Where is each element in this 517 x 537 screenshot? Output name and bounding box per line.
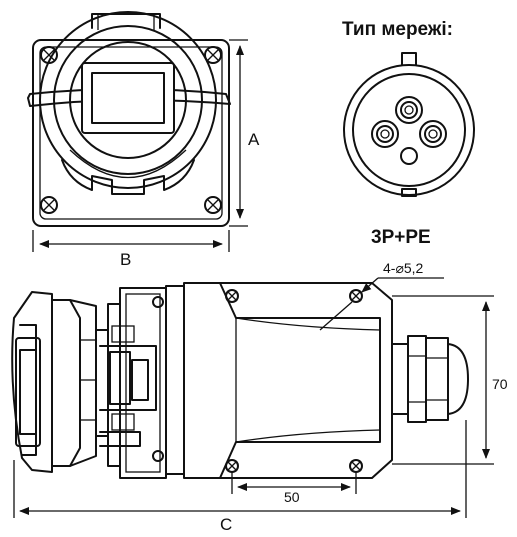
phase-pin-icon — [371, 96, 447, 148]
front-view: A B — [27, 11, 260, 269]
side-view: 4-⌀5,2 — [11, 260, 508, 534]
mechanism — [99, 287, 167, 479]
network-type-heading: Тип мережі: — [342, 19, 453, 40]
earth-pin-icon — [400, 147, 418, 165]
cover-profile — [11, 291, 109, 473]
dimension-a-label: A — [248, 130, 260, 149]
corner-screw-icon — [40, 46, 222, 214]
mount-hole-icon — [349, 289, 363, 303]
housing-body — [183, 282, 393, 479]
socket-face — [343, 64, 475, 196]
configuration-label: 3P+PE — [371, 227, 431, 248]
front-flange — [32, 39, 230, 227]
dimension-70-label: 70 — [492, 376, 508, 392]
dimension-50-label: 50 — [284, 489, 300, 505]
mount-hole-icon — [225, 289, 239, 303]
dimension-c-label: C — [220, 515, 232, 534]
holes-callout: 4-⌀5,2 — [383, 260, 424, 276]
lid-hinge — [91, 13, 161, 29]
cable-gland — [391, 335, 469, 423]
dimension-b-label: B — [120, 250, 131, 269]
pin-layout: Тип мережі: 3P+PE — [342, 19, 475, 248]
round-cover — [39, 11, 217, 189]
front-window — [81, 62, 175, 134]
mounting-plate — [165, 285, 185, 475]
